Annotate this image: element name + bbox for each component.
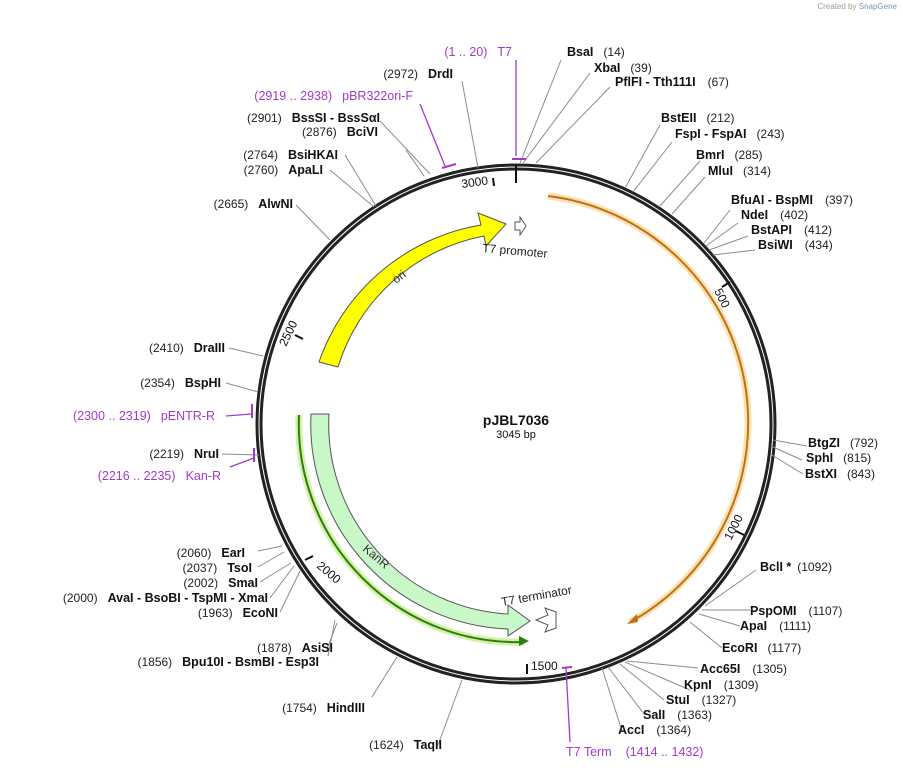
enzyme-label[interactable]: Acc65I(1305) xyxy=(700,662,787,676)
enzyme-label[interactable]: (2901)BssSI - BssSαI xyxy=(247,111,380,125)
tick-500 xyxy=(721,281,731,288)
tick-label-1500: 1500 xyxy=(531,659,558,673)
enzyme-label[interactable]: StuI(1327) xyxy=(666,693,736,707)
tick-3000 xyxy=(492,177,495,187)
enzyme-label[interactable]: (2000)AvaI - BsoBI - TspMI - XmaI xyxy=(63,591,268,605)
watermark-prefix: Created by xyxy=(817,2,857,11)
enzyme-label[interactable]: BstXI(843) xyxy=(805,467,875,481)
plasmid-length: 3045 bp xyxy=(496,429,536,441)
orf-arrowhead xyxy=(627,614,638,624)
enzyme-labels-right: BsaI(14) XbaI(39) PflFI - Tth111I(67) Bs… xyxy=(567,45,878,737)
tick-1000 xyxy=(735,530,745,536)
enzyme-label[interactable]: BclI *(1092) xyxy=(760,560,832,574)
enzyme-label[interactable]: SalI(1363) xyxy=(643,708,712,722)
enzyme-label[interactable]: (2037)TsoI xyxy=(183,561,252,575)
enzyme-label[interactable]: (2219)NruI xyxy=(149,447,219,461)
enzyme-label[interactable]: NdeI(402) xyxy=(741,208,808,222)
enzyme-label[interactable]: XbaI(39) xyxy=(594,61,652,75)
plasmid-name: pJBL7036 xyxy=(483,412,549,428)
enzyme-label[interactable]: (2354)BspHI xyxy=(140,376,221,390)
primer-t7-term[interactable]: T7 Term(1414 .. 1432) xyxy=(566,745,703,759)
enzyme-label[interactable]: BtgZI(792) xyxy=(808,436,878,450)
enzyme-label[interactable]: SphI(815) xyxy=(806,451,871,465)
enzyme-leaders xyxy=(221,59,808,746)
primer-pentr-r[interactable]: (2300 .. 2319)pENTR-R xyxy=(73,409,215,423)
enzyme-label[interactable]: AccI(1364) xyxy=(618,723,691,737)
feature-ori[interactable] xyxy=(318,212,507,368)
enzyme-label[interactable]: BstAPI(412) xyxy=(751,223,832,237)
tick-2000 xyxy=(304,555,314,561)
watermark-brand: SnapGene xyxy=(858,2,897,11)
tick-label-2000: 2000 xyxy=(314,559,344,587)
enzyme-label[interactable]: BfuAI - BspMI(397) xyxy=(731,193,853,207)
enzyme-label[interactable]: (1754)HindIII xyxy=(282,701,365,715)
enzyme-label[interactable]: (2876)BciVI xyxy=(302,125,378,139)
enzyme-label[interactable]: (2665)AlwNI xyxy=(214,197,293,211)
enzyme-label[interactable]: (2410)DraIII xyxy=(149,341,225,355)
enzyme-label[interactable]: BsiWI(434) xyxy=(758,238,833,252)
tick-2500 xyxy=(294,334,304,340)
enzyme-label[interactable]: KpnI(1309) xyxy=(684,678,758,692)
tick-label-2500: 2500 xyxy=(276,318,300,348)
feature-t7-terminator[interactable] xyxy=(534,607,557,633)
enzyme-label[interactable]: (2002)SmaI xyxy=(183,576,258,590)
kanr-outline-arrowhead xyxy=(519,636,529,646)
enzyme-label[interactable]: FspI - FspAI(243) xyxy=(675,127,785,141)
enzyme-label[interactable]: (2972)DrdI xyxy=(383,67,453,81)
tick-label-3000: 3000 xyxy=(460,173,489,191)
snapgene-watermark: Created by SnapGene xyxy=(817,2,897,11)
enzyme-label[interactable]: EcoRI(1177) xyxy=(722,641,801,655)
feature-t7-promoter-label: T7 promoter xyxy=(482,241,548,261)
primer-leaders xyxy=(225,60,573,743)
enzyme-label[interactable]: BsaI(14) xyxy=(567,45,625,59)
enzyme-label[interactable]: (1878)AsiSI xyxy=(257,641,333,655)
enzyme-label[interactable]: (1963)EcoNI xyxy=(198,606,278,620)
enzyme-label[interactable]: (1856)Bpu10I - BsmBI - Esp3I xyxy=(137,655,319,669)
enzyme-label[interactable]: ApaI(1111) xyxy=(740,619,811,633)
primer-kan-r[interactable]: (2216 .. 2235)Kan-R xyxy=(98,469,221,483)
enzyme-label[interactable]: (1624)TaqII xyxy=(369,738,442,752)
feature-t7-terminator-label: T7 terminator xyxy=(500,583,573,609)
enzyme-label[interactable]: PspOMI(1107) xyxy=(750,604,842,618)
enzyme-label[interactable]: (2760)ApaLI xyxy=(244,163,323,177)
enzyme-label[interactable]: (2060)EarI xyxy=(177,546,245,560)
primer-t7[interactable]: (1 .. 20)T7 xyxy=(444,45,512,59)
enzyme-labels-left: (1624)TaqII (1754)HindIII (1856)Bpu10I -… xyxy=(63,67,453,752)
orf-arc xyxy=(547,195,750,622)
enzyme-label[interactable]: (2764)BsiHKAI xyxy=(243,148,338,162)
enzyme-label[interactable]: BmrI(285) xyxy=(696,148,763,162)
primer-labels: (1 .. 20)T7 (2919 .. 2938)pBR322ori-F (2… xyxy=(73,45,703,759)
enzyme-label[interactable]: BstEII(212) xyxy=(661,111,734,125)
kanr-outline xyxy=(297,414,525,644)
feature-t7-promoter[interactable] xyxy=(514,215,527,237)
enzyme-label[interactable]: PflFI - Tth111I(67) xyxy=(615,75,729,89)
primer-pbr322ori-f[interactable]: (2919 .. 2938)pBR322ori-F xyxy=(254,89,413,103)
enzyme-label[interactable]: MluI(314) xyxy=(708,164,771,178)
feature-kanr[interactable] xyxy=(310,413,531,637)
